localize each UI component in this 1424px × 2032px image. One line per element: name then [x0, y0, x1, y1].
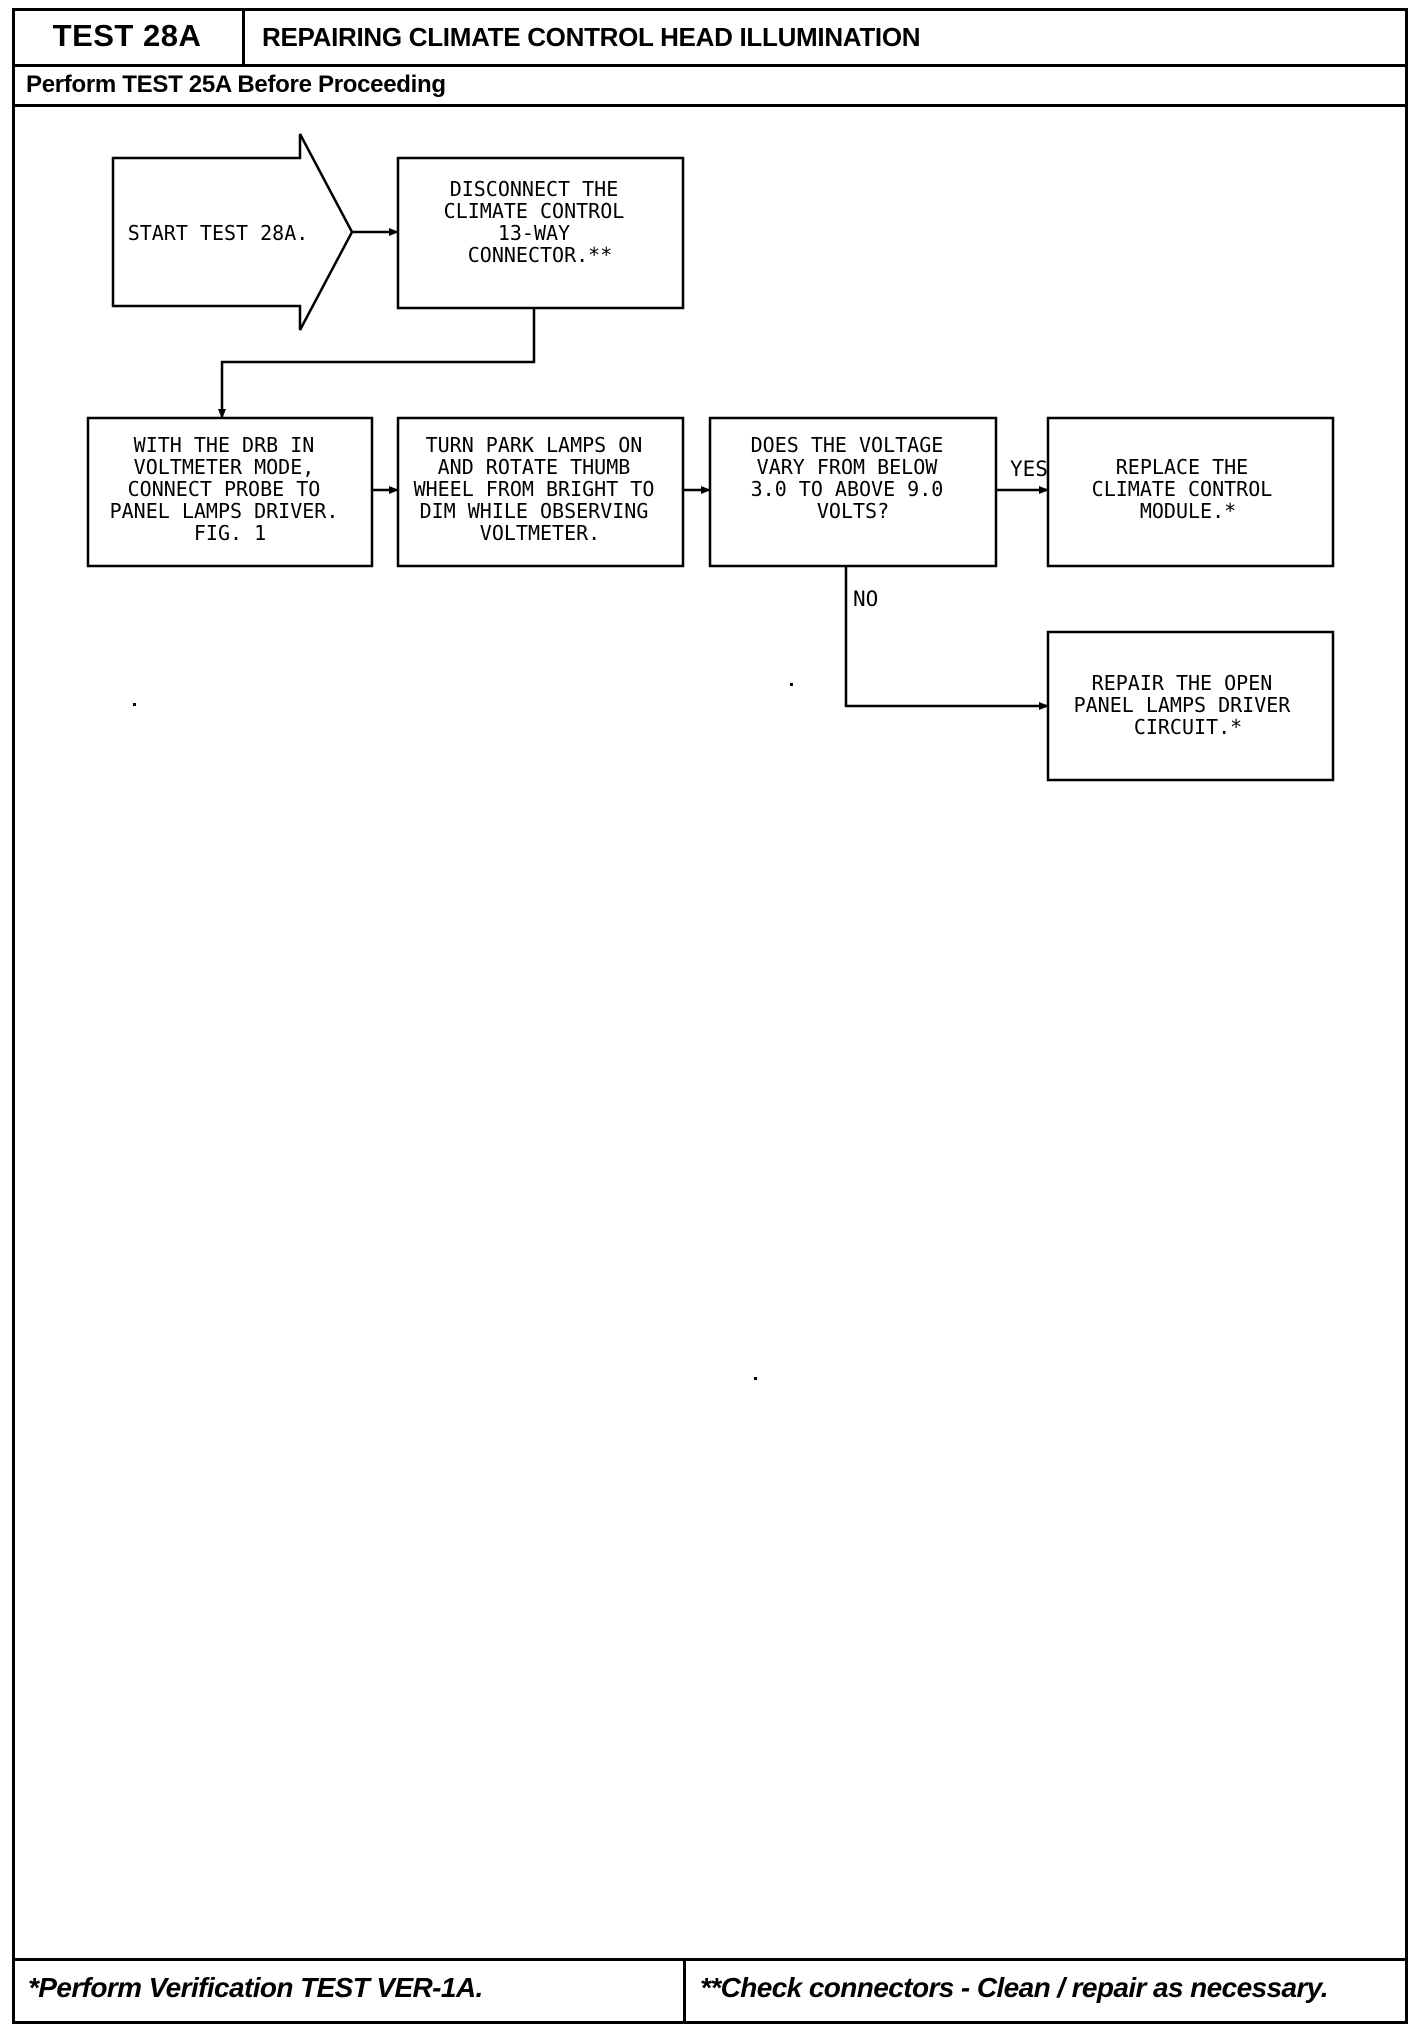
speck [754, 1377, 757, 1380]
question-text: DOES THE VOLTAGE VARY FROM BELOW 3.0 TO … [751, 433, 956, 523]
verification-footnote: *Perform Verification TEST VER-1A. [28, 1972, 483, 2003]
voltage-question-node: DOES THE VOLTAGE VARY FROM BELOW 3.0 TO … [708, 416, 998, 568]
no-label: NO [853, 587, 878, 611]
diagnostic-sheet [12, 8, 1408, 2024]
repair-circuit-result: REPAIR THE OPEN PANEL LAMPS DRIVER CIRCU… [1046, 630, 1335, 782]
replace-module-result: REPLACE THE CLIMATE CONTROL MODULE.* [1046, 416, 1335, 568]
arrow-disconnect-to-voltmeter [218, 308, 536, 419]
arrow-no-branch [844, 566, 1049, 710]
park-lamps-step: TURN PARK LAMPS ON AND ROTATE THUMB WHEE… [396, 416, 685, 568]
repair-text: REPAIR THE OPEN PANEL LAMPS DRIVER CIRCU… [1074, 671, 1303, 739]
connector-footnote: **Check connectors - Clean / repair as n… [700, 1972, 1328, 2003]
disconnect-connector-step: DISCONNECT THE CLIMATE CONTROL 13-WAY CO… [396, 156, 685, 310]
footer-column-divider [683, 1958, 686, 2024]
prerequisite-note: Perform TEST 25A Before Proceeding [26, 71, 446, 98]
page-title: REPAIRING CLIMATE CONTROL HEAD ILLUMINAT… [262, 22, 921, 52]
speck [790, 683, 793, 686]
start-node: START TEST 28A. [111, 133, 354, 331]
start-label: START TEST 28A. [128, 221, 309, 245]
footer-divider [12, 1958, 1408, 1961]
speck [133, 703, 136, 706]
subheader-divider [12, 104, 1408, 107]
header-divider [12, 64, 1408, 67]
park-lamps-text: TURN PARK LAMPS ON AND ROTATE THUMB WHEE… [414, 433, 667, 545]
voltmeter-mode-step: WITH THE DRB IN VOLTMETER MODE, CONNECT … [86, 416, 374, 568]
disconnect-text: DISCONNECT THE CLIMATE CONTROL 13-WAY CO… [444, 177, 637, 267]
yes-label: YES [1010, 457, 1048, 481]
voltmeter-text: WITH THE DRB IN VOLTMETER MODE, CONNECT … [110, 433, 351, 545]
replace-text: REPLACE THE CLIMATE CONTROL MODULE.* [1092, 455, 1285, 523]
